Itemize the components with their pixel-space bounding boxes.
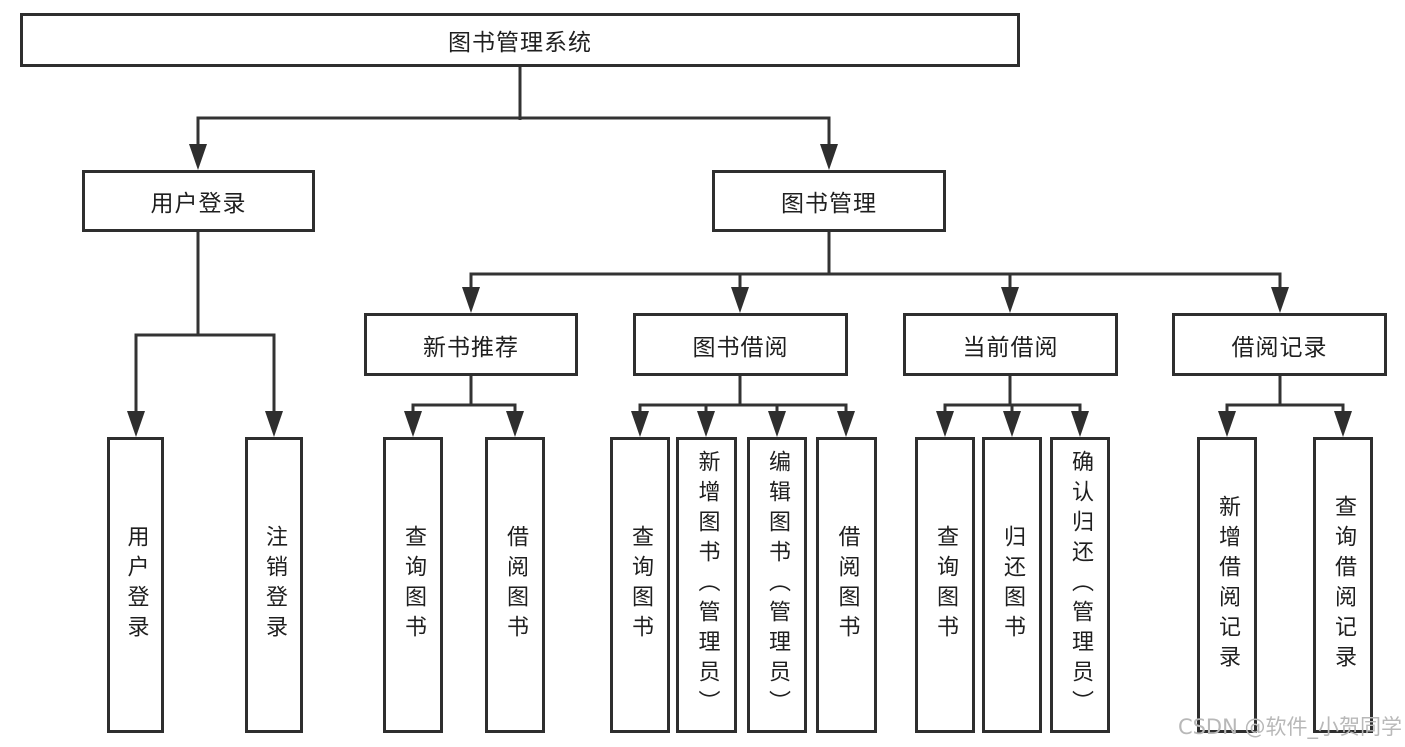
arrowheads xyxy=(127,144,1352,437)
leaf-br-add-record-label: 新增借阅记录 xyxy=(1215,495,1240,675)
leaf-logout-label: 注销登录 xyxy=(262,525,287,645)
leaf-br-add-record: 新增借阅记录 xyxy=(1197,437,1257,733)
leaf-bb-borrow-books-label: 借阅图书 xyxy=(834,525,860,645)
leaf-cb-query-books: 查询图书 xyxy=(915,437,975,733)
leaf-user-login: 用户登录 xyxy=(107,437,164,733)
leaf-logout: 注销登录 xyxy=(245,437,303,733)
node-borrow-records-label: 借阅记录 xyxy=(1231,334,1328,361)
leaf-bb-add-books-admin: 新增图书（管理员） xyxy=(676,437,737,733)
leaf-bb-add-books-admin-label: 新增图书（管理员） xyxy=(694,450,720,720)
leaf-nbr-borrow-books: 借阅图书 xyxy=(485,437,545,733)
node-book-borrow-label: 图书借阅 xyxy=(692,334,789,361)
leaf-user-login-label: 用户登录 xyxy=(123,525,149,645)
leaf-bb-edit-books-admin-label: 编辑图书（管理员） xyxy=(765,450,790,720)
leaf-nbr-query-books-label: 查询图书 xyxy=(401,525,426,645)
node-book-mgmt: 图书管理 xyxy=(712,170,946,232)
node-root-label: 图书管理系统 xyxy=(448,30,592,56)
node-current-borrow: 当前借阅 xyxy=(903,313,1118,376)
leaf-cb-query-books-label: 查询图书 xyxy=(933,525,958,645)
leaf-bb-query-books-label: 查询图书 xyxy=(628,525,653,645)
node-new-book-rec-label: 新书推荐 xyxy=(423,334,519,361)
leaf-cb-confirm-return-admin-label: 确认归还（管理员） xyxy=(1068,450,1093,720)
leaf-br-query-record-label: 查询借阅记录 xyxy=(1331,495,1356,675)
leaf-cb-return-books: 归还图书 xyxy=(982,437,1042,733)
csdn-watermark: CSDN @软件_小贺同学 xyxy=(1177,715,1402,739)
node-book-mgmt-label: 图书管理 xyxy=(781,191,877,217)
node-current-borrow-label: 当前借阅 xyxy=(962,334,1059,361)
node-root: 图书管理系统 xyxy=(20,13,1020,67)
leaf-nbr-borrow-books-label: 借阅图书 xyxy=(503,525,528,645)
node-user-login: 用户登录 xyxy=(82,170,315,232)
leaf-cb-return-books-label: 归还图书 xyxy=(1000,525,1025,645)
leaf-br-query-record: 查询借阅记录 xyxy=(1313,437,1373,733)
leaf-nbr-query-books: 查询图书 xyxy=(383,437,443,733)
node-user-login-label: 用户登录 xyxy=(150,191,247,217)
leaf-cb-confirm-return-admin: 确认归还（管理员） xyxy=(1050,437,1110,733)
leaf-bb-query-books: 查询图书 xyxy=(610,437,670,733)
node-book-borrow: 图书借阅 xyxy=(633,313,848,376)
leaf-bb-borrow-books: 借阅图书 xyxy=(816,437,877,733)
leaf-bb-edit-books-admin: 编辑图书（管理员） xyxy=(747,437,807,733)
node-borrow-records: 借阅记录 xyxy=(1172,313,1387,376)
node-new-book-rec: 新书推荐 xyxy=(364,313,578,376)
